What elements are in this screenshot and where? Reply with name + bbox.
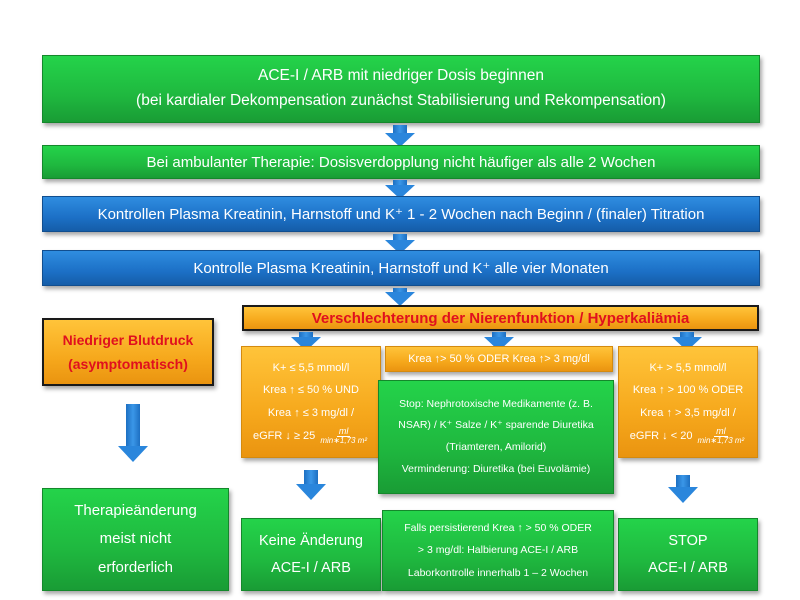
right-result-box: STOP ACE-I / ARB: [618, 518, 758, 591]
middle-result-line2: > 3 mg/dl: Halbierung ACE-I / ARB: [417, 544, 579, 557]
hypotension-result-line1: Therapieänderung: [74, 501, 197, 519]
right-result-line2: ACE-I / ARB: [648, 559, 728, 576]
step-lab-controls: Kontrollen Plasma Kreatinin, Harnstoff u…: [42, 196, 760, 232]
middle-stop-line3: (Triamteren, Amilorid): [445, 441, 547, 453]
right-criteria-krea-percent: Krea ↑ > 100 % ODER: [632, 384, 744, 397]
step-dose-doubling: Bei ambulanter Therapie: Dosisverdopplun…: [42, 145, 760, 179]
step-lab-controls-text: Kontrollen Plasma Kreatinin, Harnstoff u…: [97, 206, 705, 223]
left-criteria-egfr-unit: ml min∗1,73 m²: [318, 425, 369, 445]
hypotension-box: Niedriger Blutdruck (asymptomatisch): [42, 318, 214, 386]
middle-action-box: Stop: Nephrotoxische Medikamente (z. B. …: [378, 380, 614, 494]
middle-reduce-diuretics: Verminderung: Diuretika (bei Euvolämie): [401, 462, 591, 475]
left-result-box: Keine Änderung ACE-I / ARB: [241, 518, 381, 591]
right-criteria-frac-den: min∗1,73 m²: [697, 435, 745, 445]
hypotension-result-line2: meist nicht: [99, 530, 172, 548]
middle-result-line1: Falls persistierend Krea ↑ > 50 % ODER: [404, 521, 592, 534]
left-result-line1: Keine Änderung: [259, 532, 363, 549]
deterioration-header: Verschlechterung der Nierenfunktion / Hy…: [242, 305, 759, 331]
right-criteria-frac-num: ml: [714, 425, 728, 437]
right-criteria-potassium: K+ > 5,5 mmol/l: [649, 361, 727, 374]
left-criteria-frac-den: min∗1,73 m²: [320, 435, 368, 445]
step-start-line1: ACE-I / ARB mit niedriger Dosis beginnen: [257, 67, 545, 85]
right-criteria-egfr-prefix: eGFR ↓ < 20: [629, 429, 693, 442]
middle-criteria-header: Krea ↑> 50 % ODER Krea ↑> 3 mg/dl: [385, 346, 613, 372]
step-dose-doubling-text: Bei ambulanter Therapie: Dosisverdopplun…: [146, 153, 656, 171]
middle-stop-line1: Stop: Nephrotoxische Medikamente (z. B.: [399, 397, 593, 410]
middle-result-box: Falls persistierend Krea ↑ > 50 % ODER >…: [382, 510, 614, 591]
hypotension-result: Therapieänderung meist nicht erforderlic…: [42, 488, 229, 591]
left-criteria-frac-num: ml: [336, 425, 351, 437]
left-criteria-egfr: eGFR ↓ ≥ 25 ml min∗1,73 m²: [253, 425, 369, 448]
deterioration-title: Verschlechterung der Nierenfunktion / Hy…: [311, 309, 690, 327]
left-criteria-krea-mgdl: Krea ↑ ≤ 3 mg/dl /: [267, 407, 355, 419]
left-criteria-box: K+ ≤ 5,5 mmol/l Krea ↑ ≤ 50 % UND Krea ↑…: [241, 346, 381, 458]
step-lab-quarterly: Kontrolle Plasma Kreatinin, Harnstoff un…: [42, 250, 760, 286]
hypotension-line2: (asymptomatisch): [68, 356, 188, 372]
step-start-low-dose: ACE-I / ARB mit niedriger Dosis beginnen…: [42, 55, 760, 123]
left-criteria-krea-percent: Krea ↑ ≤ 50 % UND: [263, 384, 359, 397]
hypotension-result-line3: erforderlich: [97, 558, 174, 576]
right-criteria-krea-mgdl: Krea ↑ > 3,5 mg/dl /: [640, 407, 736, 419]
left-result-line2: ACE-I / ARB: [271, 559, 351, 576]
right-result-line1: STOP: [668, 532, 708, 549]
middle-criteria-header-text: Krea ↑> 50 % ODER Krea ↑> 3 mg/dl: [408, 353, 590, 365]
step-lab-quarterly-text: Kontrolle Plasma Kreatinin, Harnstoff un…: [193, 260, 609, 277]
right-criteria-box: K+ > 5,5 mmol/l Krea ↑ > 100 % ODER Krea…: [618, 346, 758, 458]
middle-stop-line2: NSAR) / K⁺ Salze / K⁺ sparende Diuretika: [398, 419, 594, 432]
right-criteria-egfr-unit: ml min∗1,73 m²: [696, 425, 747, 445]
middle-result-line3: Laborkontrolle innerhalb 1 – 2 Wochen: [407, 566, 589, 579]
step-start-line2: (bei kardialer Dekompensation zunächst S…: [136, 92, 666, 109]
hypotension-line1: Niedriger Blutdruck: [62, 331, 194, 348]
left-criteria-potassium: K+ ≤ 5,5 mmol/l: [272, 361, 350, 374]
right-criteria-egfr: eGFR ↓ < 20 ml min∗1,73 m²: [630, 425, 746, 448]
left-criteria-egfr-prefix: eGFR ↓ ≥ 25: [252, 429, 316, 442]
